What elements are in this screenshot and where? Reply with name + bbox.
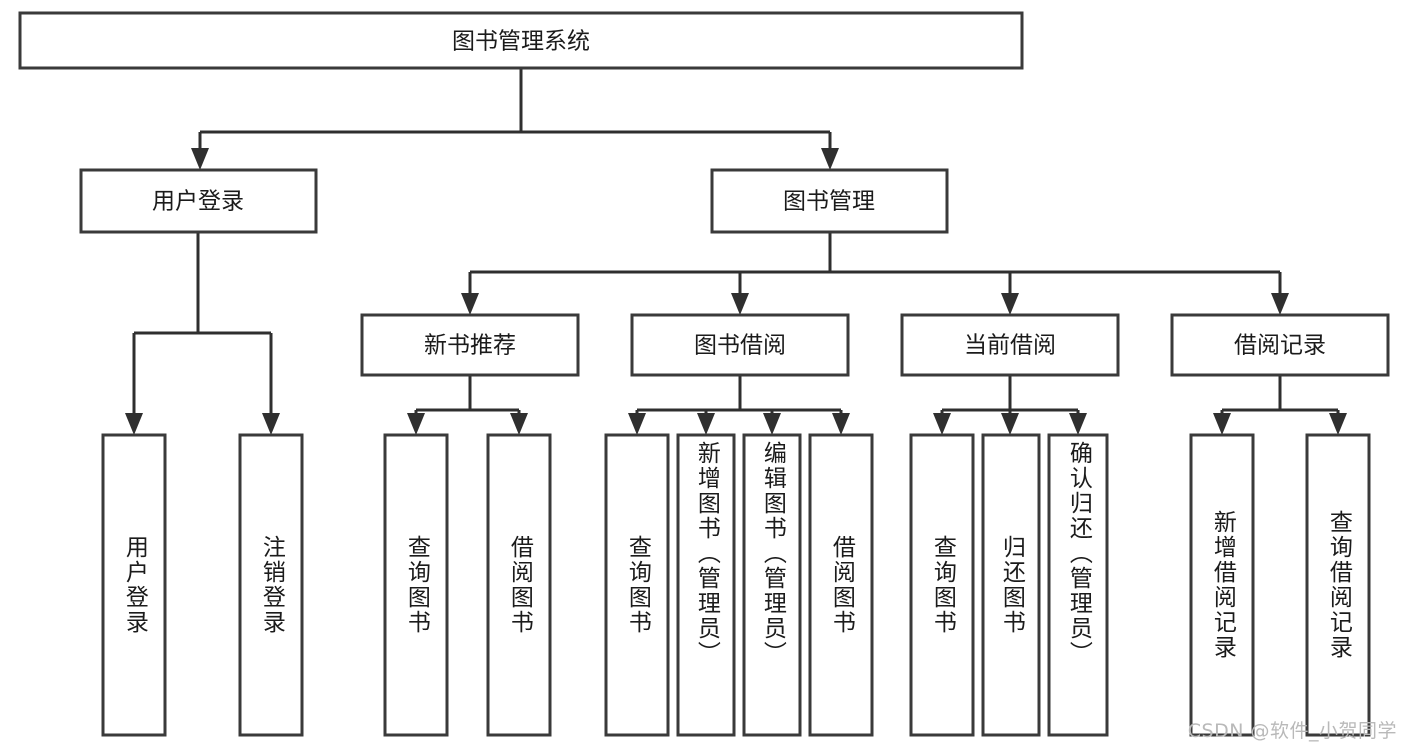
node-user-login-label: 用户登录	[152, 189, 244, 215]
connector-book-borrow-to-leaves	[628, 375, 850, 435]
node-book-manage-label: 图书管理	[783, 189, 875, 215]
watermark-text: CSDN @软件_小贺同学	[1187, 720, 1397, 742]
node-book-borrow[interactable]	[630, 313, 850, 377]
leaf-user-login-1[interactable]	[238, 433, 304, 737]
leaf-new-book-1[interactable]	[486, 433, 552, 737]
leaf-book-borrow-2[interactable]	[742, 433, 802, 737]
node-current-borrow[interactable]	[900, 313, 1120, 377]
connector-new-book-to-leaves	[407, 375, 528, 435]
node-root-label: 图书管理系统	[452, 29, 590, 55]
node-root[interactable]	[18, 11, 1024, 70]
leaf-book-borrow-3[interactable]	[808, 433, 874, 737]
node-new-book-recommend[interactable]	[360, 313, 580, 377]
leaf-book-borrow-0[interactable]	[604, 433, 670, 737]
connector-book-manage-to-level3	[461, 232, 1289, 315]
leaf-current-borrow-0[interactable]	[909, 433, 975, 737]
node-book-borrow-label: 图书借阅	[694, 333, 786, 359]
connector-borrow-record-to-leaves	[1213, 375, 1347, 435]
leaf-book-borrow-1[interactable]	[676, 433, 736, 737]
leaf-current-borrow-1[interactable]	[981, 433, 1041, 737]
node-current-borrow-label: 当前借阅	[964, 333, 1056, 359]
node-borrow-record[interactable]	[1170, 313, 1390, 377]
leaf-user-login-0[interactable]	[101, 433, 167, 737]
connector-root-to-level2	[191, 68, 839, 170]
leaf-new-book-0[interactable]	[383, 433, 449, 737]
leaf-borrow-record-0[interactable]	[1189, 433, 1255, 737]
node-book-manage[interactable]	[710, 168, 949, 234]
node-new-book-recommend-label: 新书推荐	[424, 333, 516, 359]
connector-current-borrow-to-leaves	[933, 375, 1087, 435]
node-borrow-record-label: 借阅记录	[1234, 333, 1326, 359]
leaf-current-borrow-2[interactable]	[1047, 433, 1109, 737]
connector-user-login-to-leaves	[125, 232, 280, 435]
leaf-borrow-record-1[interactable]	[1305, 433, 1371, 737]
node-user-login[interactable]	[79, 168, 318, 234]
